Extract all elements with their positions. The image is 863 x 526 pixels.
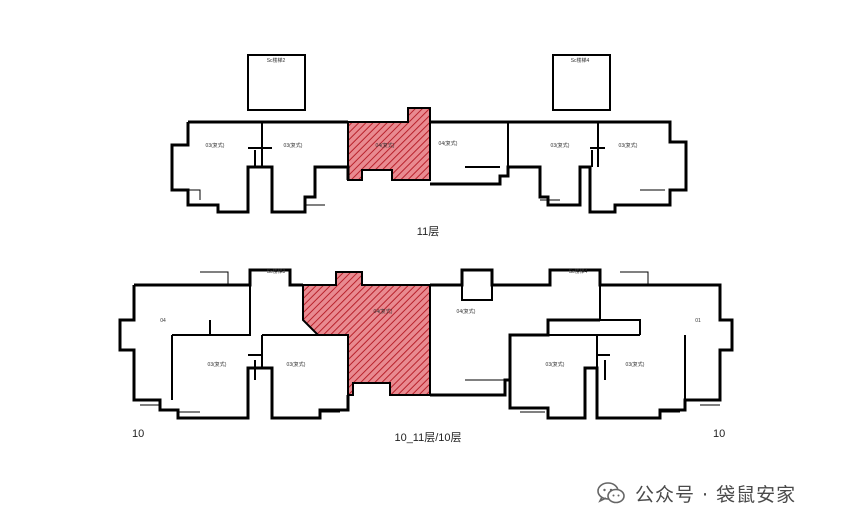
upper-room-label-6: 03(复式) [619, 142, 638, 149]
upper-internal-walls [248, 122, 605, 180]
lower-room-label-1: 04 [160, 318, 166, 324]
lower-room-label-7: 03(复式) [626, 361, 645, 368]
lower-room-label-8: 01 [695, 318, 701, 324]
upper-floor-plan: Sc楼梯2 Sc楼梯4 03(复式) 03(复式) 04(复式) 04(复式) … [170, 54, 688, 238]
lower-room-label-5: 04(复式) [457, 308, 476, 315]
lower-room-label-2: 03(复式) [208, 361, 227, 368]
upper-balcony-lines [178, 189, 665, 206]
upper-room-label-4: 04(复式) [439, 140, 458, 147]
upper-room-label-3: 04(复式) [376, 142, 395, 149]
lower-stair-label-left: Sc楼梯3 [267, 268, 286, 275]
lower-floor-number-left: 10 [132, 428, 144, 440]
lower-floor-number-right: 10 [713, 428, 725, 440]
upper-room-label-1: 03(复式) [206, 142, 225, 149]
lower-balcony-lines [140, 271, 720, 413]
upper-stair-box-right [552, 54, 611, 111]
lower-outer-wall [118, 268, 734, 420]
upper-stair-label-left: Sc楼梯2 [267, 57, 286, 64]
lower-floor-plan: Sc楼梯3 Sc楼梯4 04 03(复式) 03(复式) 04(复式) 04(复… [118, 268, 734, 444]
upper-plan-caption: 11层 [417, 225, 439, 238]
lower-stair-label-right: Sc楼梯4 [569, 268, 588, 275]
upper-highlighted-unit [347, 107, 431, 181]
lower-highlighted-unit [302, 271, 431, 396]
lower-internal-walls [171, 285, 686, 400]
lower-plan-caption: 10_11层/10层 [394, 431, 461, 444]
upper-outer-wall [170, 120, 688, 214]
upper-stair-label-right: Sc楼梯4 [571, 57, 590, 64]
wechat-icon [597, 482, 625, 504]
lower-room-label-6: 03(复式) [546, 361, 565, 368]
upper-stair-box-left [247, 54, 306, 111]
lower-room-label-4: 04(复式) [374, 308, 393, 315]
upper-room-label-2: 03(复式) [284, 142, 303, 149]
lower-room-label-3: 03(复式) [287, 361, 306, 368]
upper-room-label-5: 03(复式) [551, 142, 570, 149]
watermark-text: 公众号 · 袋鼠安家 [635, 484, 797, 506]
